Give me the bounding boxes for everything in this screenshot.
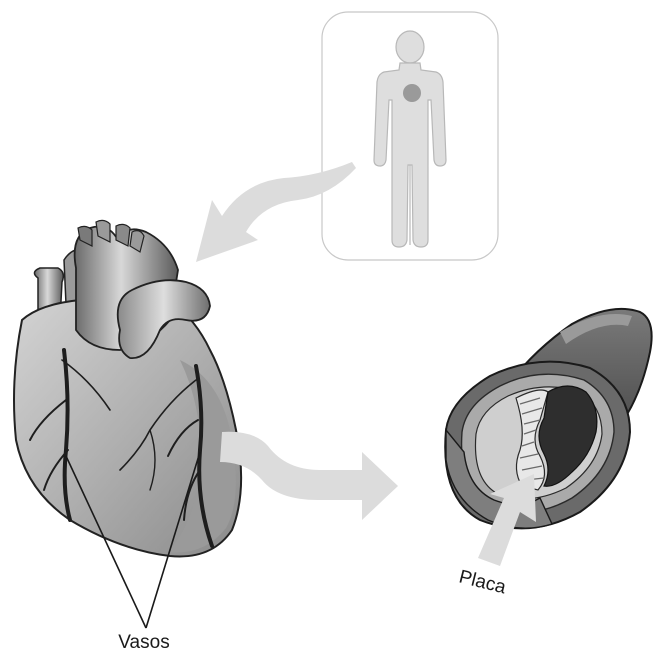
vessels-label: Vasos	[118, 632, 169, 653]
plaque-label: Placa	[457, 566, 509, 598]
patient-panel	[322, 12, 498, 260]
artery-cross-section	[445, 309, 651, 528]
heart-illustration	[14, 220, 241, 556]
heart-location-marker	[403, 84, 421, 102]
arrow-heart-to-artery	[220, 432, 398, 520]
